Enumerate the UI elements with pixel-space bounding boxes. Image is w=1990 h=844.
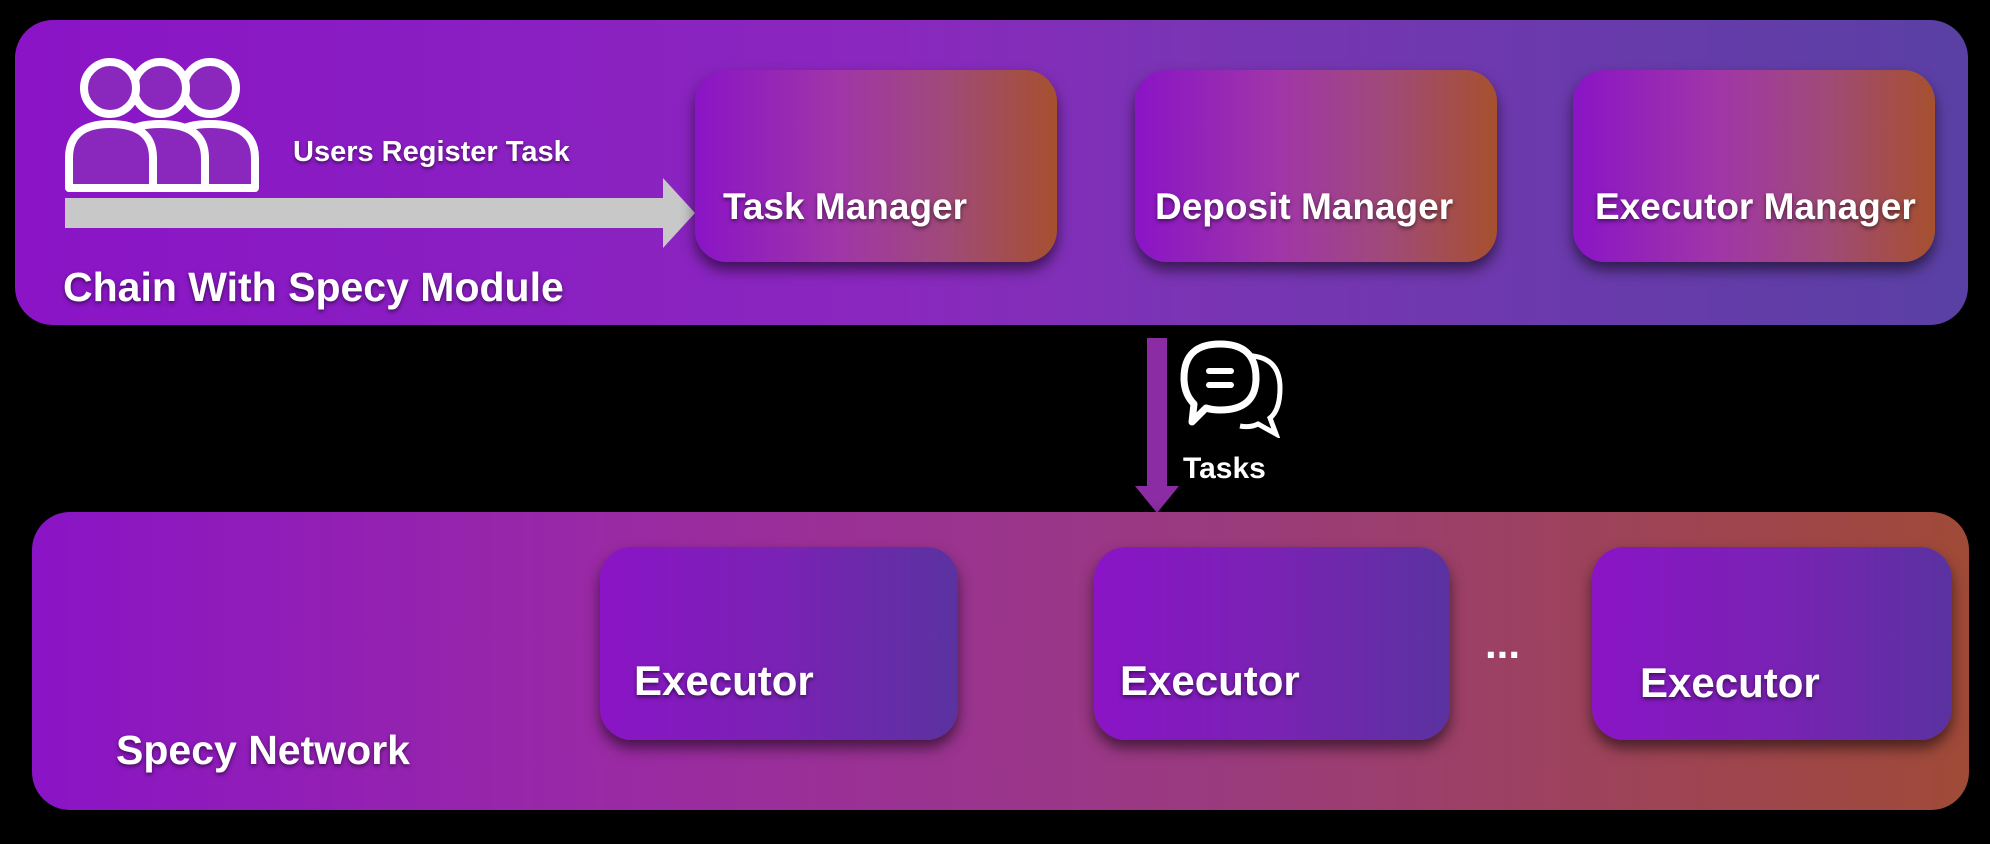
more-executors-ellipsis: ... [1485,620,1521,667]
network-panel: Executor Executor Executor Specy Network [32,512,1969,810]
executor-box: Executor [1094,547,1450,740]
arrow-down-icon [1135,338,1179,513]
task-manager-box: Task Manager [695,70,1057,262]
deposit-manager-label: Deposit Manager [1155,186,1454,227]
user-figure-icon [65,58,157,192]
deposit-manager-box: Deposit Manager [1135,70,1497,262]
network-panel-title: Specy Network [116,727,410,773]
executor-label: Executor [1640,659,1820,706]
task-manager-label: Task Manager [723,186,968,227]
executor-manager-label: Executor Manager [1595,186,1916,227]
register-task-label: Users Register Task [293,136,570,168]
executor-label: Executor [634,657,814,704]
tasks-label: Tasks [1183,452,1266,485]
executor-manager-box: Executor Manager [1573,70,1935,262]
chat-bubbles-icon [1180,340,1283,438]
executor-box: Executor [1592,547,1952,740]
executor-label: Executor [1120,657,1300,704]
arrow-right-icon [65,178,695,248]
chain-panel-title: Chain With Specy Module [63,264,564,310]
users-icon [65,58,259,192]
chain-panel: Users Register Task Task Manager Deposit… [15,20,1968,325]
executor-box: Executor [600,547,958,740]
